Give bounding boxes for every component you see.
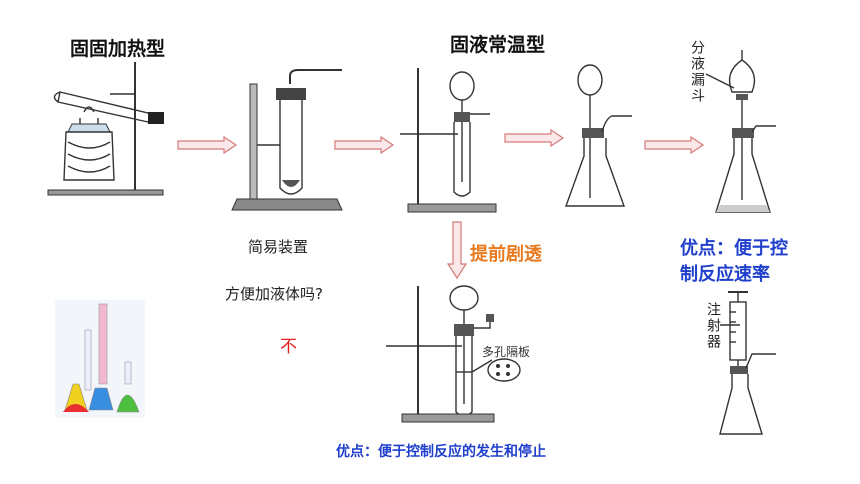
label-separatory-funnel: 分液漏斗 (689, 40, 705, 104)
pointer-line-funnel (705, 73, 735, 89)
label-porous-plate: 多孔隔板 (482, 345, 531, 359)
flow-arrow-3 (504, 128, 565, 148)
advantage-stop-text: 优点：便于控制反应的发生和停止 (336, 444, 546, 460)
porous-plate-apparatus (386, 285, 521, 423)
title-solid-heating: 固固加热型 (70, 38, 166, 60)
label-upgrade: 提前剧透 (470, 244, 542, 265)
label-syringe: 注射器 (705, 302, 721, 350)
advantage-rate-label: 优点：便于控制反应速率 (680, 238, 788, 285)
flow-arrow-down (446, 221, 468, 280)
label-convenient-question: 方便加液体吗? (225, 285, 323, 303)
advantage-rate-text: 优点：便于控制反应速率 (680, 236, 800, 288)
funnel-stand-apparatus (400, 68, 497, 213)
flow-arrow-1 (177, 135, 238, 155)
flow-arrow-2 (334, 135, 395, 155)
flow-arrow-4 (644, 135, 705, 155)
flask-long-funnel-apparatus (565, 64, 632, 207)
separatory-funnel-apparatus (715, 50, 776, 213)
label-simple-device: 简易装置 (248, 238, 309, 256)
title-solid-liquid-room-temp: 固液常温型 (450, 34, 546, 56)
syringe-apparatus (719, 291, 776, 435)
lab-glassware-photo (55, 300, 145, 418)
label-answer-no: 不 (280, 337, 297, 357)
heating-apparatus (47, 62, 164, 196)
simple-device-apparatus (231, 69, 343, 211)
